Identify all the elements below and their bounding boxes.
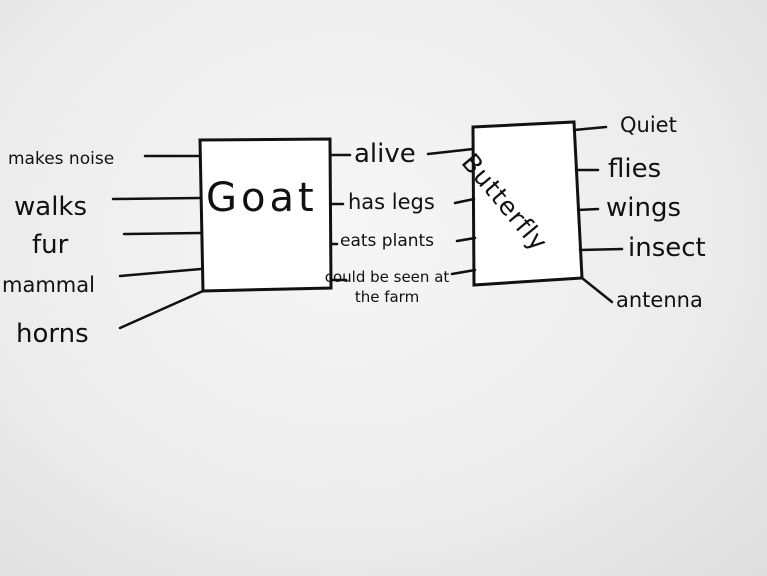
- butterfly-connector-4: [578, 247, 624, 252]
- butterfly-connector-1: [572, 125, 608, 132]
- butterfly-trait-insect: insect: [628, 233, 706, 263]
- butterfly-title-text: Butterfly: [455, 148, 554, 257]
- butterfly-trait-quiet: Quiet: [620, 113, 677, 137]
- goat-connector-4: [118, 267, 203, 278]
- goat-connector-5: [118, 289, 205, 330]
- goat-trait-mammal: mammal: [2, 273, 95, 297]
- butterfly-connector-3: [576, 207, 600, 212]
- butterfly-trait-wings: wings: [606, 193, 682, 223]
- butterfly-connector-5: [580, 276, 614, 304]
- shared-trait-eats-plants: eats plants: [340, 231, 435, 251]
- shared-trait-has-legs: has legs: [348, 190, 435, 214]
- butterfly-trait-flies: flies: [608, 154, 662, 184]
- goat-trait-horns: horns: [16, 319, 89, 349]
- shared-connector-3b: [455, 236, 477, 243]
- shared-connector-1b: [426, 147, 475, 156]
- goat-box: [198, 137, 333, 293]
- goat-trait-fur: fur: [32, 230, 69, 260]
- goat-trait-makes-noise: makes noise: [8, 149, 115, 169]
- goat-connector-3: [122, 231, 202, 236]
- shared-connector-4b: [450, 268, 477, 276]
- butterfly-trait-antenna: antenna: [616, 288, 703, 312]
- goat-connector-2: [111, 196, 202, 201]
- shared-connector-2b: [453, 197, 476, 205]
- goat-trait-walks: walks: [14, 192, 88, 222]
- shared-trait-alive: alive: [354, 139, 416, 169]
- goat-title: Goat: [206, 175, 318, 221]
- shared-trait-could-be-seen: could be seen at the farm: [324, 268, 450, 306]
